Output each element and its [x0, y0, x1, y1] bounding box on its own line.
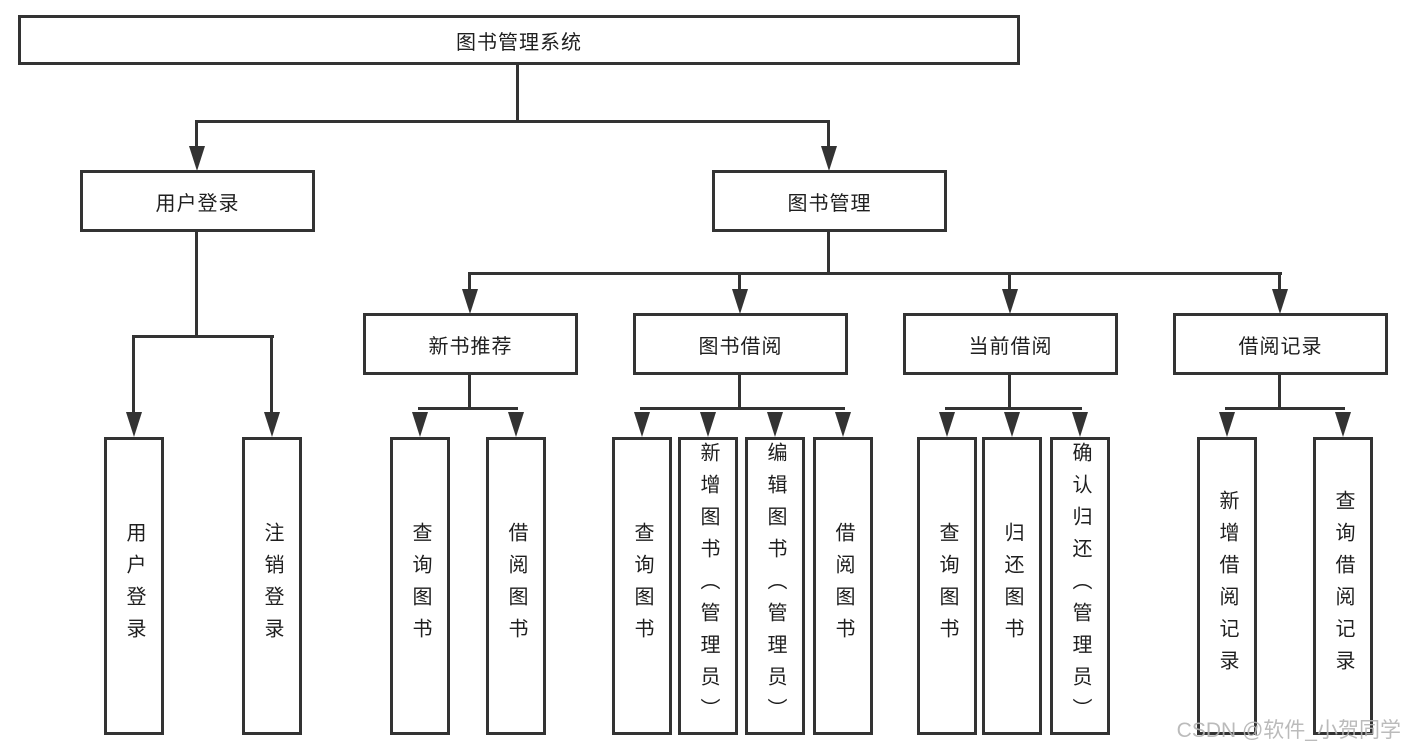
connector-user-login-rail	[132, 335, 274, 338]
arrow-down-icon	[1219, 412, 1235, 437]
leaf-records-query-record: 查询借阅记录	[1313, 437, 1373, 735]
leaf-borrowing-query-books: 查询图书	[612, 437, 672, 735]
arrow-down-icon	[835, 412, 851, 437]
leaf-current-confirm-return-admin: 确认归还（管理员）	[1050, 437, 1110, 735]
connector-records-stem	[1278, 272, 1281, 292]
connector-leaf-logout-stem	[270, 335, 273, 415]
node-borrow-records-label: 借阅记录	[1238, 335, 1323, 358]
arrow-down-icon	[189, 146, 205, 171]
arrow-down-icon	[1335, 412, 1351, 437]
arrow-down-icon	[462, 289, 478, 314]
watermark: CSDN @软件_小贺同学	[1176, 719, 1401, 742]
node-current-borrowing-label: 当前借阅	[968, 335, 1053, 358]
node-book-management: 图书管理	[712, 170, 947, 232]
leaf-current-query-books: 查询图书	[917, 437, 977, 735]
node-new-book-recommend-label: 新书推荐	[428, 335, 513, 358]
arrow-down-icon	[939, 412, 955, 437]
arrow-down-icon	[767, 412, 783, 437]
arrow-down-icon	[508, 412, 524, 437]
node-system-label: 图书管理系统	[456, 31, 582, 54]
arrow-down-icon	[412, 412, 428, 437]
connector-user-login-down	[195, 232, 198, 337]
node-user-login-label: 用户登录	[155, 192, 240, 215]
connector-level3-rail	[468, 272, 1282, 275]
node-book-management-label: 图书管理	[787, 192, 872, 215]
leaf-recommend-borrow-books: 借阅图书	[486, 437, 546, 735]
leaf-borrowing-borrow-books-label: 借阅图书	[832, 522, 854, 650]
leaf-user-login-label: 用户登录	[123, 522, 145, 650]
arrow-down-icon	[634, 412, 650, 437]
leaf-recommend-borrow-books-label: 借阅图书	[505, 522, 527, 650]
leaf-current-return-books-label: 归还图书	[1001, 522, 1023, 650]
connector-records-rail	[1225, 407, 1345, 410]
node-current-borrowing: 当前借阅	[903, 313, 1118, 375]
connector-current-down	[1008, 375, 1011, 409]
leaf-borrowing-edit-books-admin-label: 编辑图书（管理员）	[764, 442, 786, 730]
connector-recommend-stem	[468, 272, 471, 292]
leaf-records-query-record-label: 查询借阅记录	[1332, 490, 1354, 682]
arrow-down-icon	[821, 146, 837, 171]
connector-level2-rail	[195, 120, 830, 123]
connector-borrowing-stem	[738, 272, 741, 292]
node-borrow-records: 借阅记录	[1173, 313, 1388, 375]
arrow-down-icon	[1004, 412, 1020, 437]
connector-current-rail	[945, 407, 1082, 410]
leaf-recommend-query-books: 查询图书	[390, 437, 450, 735]
leaf-borrowing-borrow-books: 借阅图书	[813, 437, 873, 735]
leaf-user-login: 用户登录	[104, 437, 164, 735]
arrow-down-icon	[126, 412, 142, 437]
leaf-current-return-books: 归还图书	[982, 437, 1042, 735]
node-new-book-recommend: 新书推荐	[363, 313, 578, 375]
connector-borrowing-down	[738, 375, 741, 409]
arrow-down-icon	[1072, 412, 1088, 437]
connector-records-down	[1278, 375, 1281, 409]
leaf-records-add-record: 新增借阅记录	[1197, 437, 1257, 735]
connector-book-management-stem	[827, 120, 830, 148]
leaf-borrowing-query-books-label: 查询图书	[631, 522, 653, 650]
node-book-borrowing: 图书借阅	[633, 313, 848, 375]
leaf-borrowing-edit-books-admin: 编辑图书（管理员）	[745, 437, 805, 735]
arrow-down-icon	[1272, 289, 1288, 314]
leaf-logout: 注销登录	[242, 437, 302, 735]
leaf-logout-label: 注销登录	[261, 522, 283, 650]
connector-recommend-rail	[418, 407, 518, 410]
arrow-down-icon	[732, 289, 748, 314]
leaf-borrowing-add-books-admin-label: 新增图书（管理员）	[697, 442, 719, 730]
connector-current-stem	[1008, 272, 1011, 292]
connector-leaf-user-login-stem	[132, 335, 135, 415]
leaf-current-confirm-return-admin-label: 确认归还（管理员）	[1069, 442, 1091, 730]
leaf-recommend-query-books-label: 查询图书	[409, 522, 431, 650]
node-book-borrowing-label: 图书借阅	[698, 335, 783, 358]
leaf-records-add-record-label: 新增借阅记录	[1216, 490, 1238, 682]
connector-user-login-stem	[195, 120, 198, 148]
connector-book-management-down	[827, 232, 830, 275]
arrow-down-icon	[264, 412, 280, 437]
connector-recommend-down	[468, 375, 471, 409]
node-system: 图书管理系统	[18, 15, 1020, 65]
connector-borrowing-rail	[640, 407, 845, 410]
arrow-down-icon	[1002, 289, 1018, 314]
node-user-login: 用户登录	[80, 170, 315, 232]
leaf-current-query-books-label: 查询图书	[936, 522, 958, 650]
arrow-down-icon	[700, 412, 716, 437]
connector-root-stem	[516, 65, 519, 122]
leaf-borrowing-add-books-admin: 新增图书（管理员）	[678, 437, 738, 735]
